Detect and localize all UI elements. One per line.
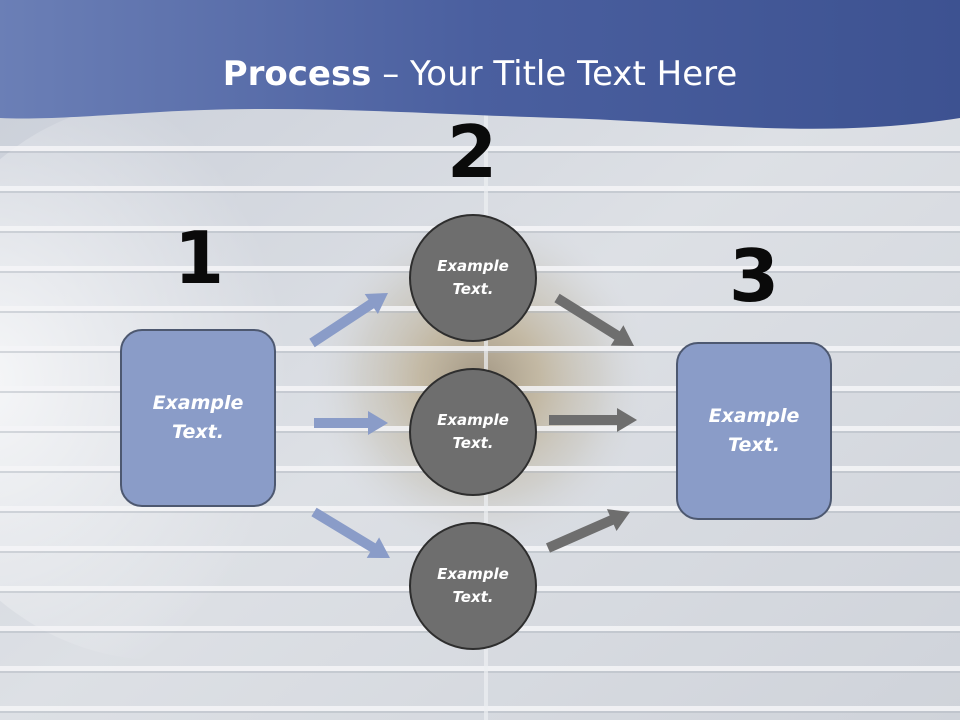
arrow-bottom-to-3 — [546, 509, 630, 553]
header-band — [0, 0, 960, 129]
arrow-1-to-middle — [314, 411, 388, 435]
circle-middle-line1: Example — [437, 411, 509, 429]
step-number-3: 3 — [728, 234, 780, 318]
circle-bottom-line1: Example — [437, 565, 509, 583]
arrow-top-to-3 — [554, 293, 634, 346]
arrow-1-to-top — [309, 293, 388, 348]
step-3-text-line1: Example — [708, 405, 800, 427]
step-1-text-line2: Text. — [172, 421, 224, 443]
title-bold: Process — [222, 54, 372, 94]
circle-top-line1: Example — [437, 257, 509, 275]
arrow-middle-to-3 — [549, 408, 637, 432]
circle-middle-line2: Text. — [452, 434, 494, 452]
step-3-text-line2: Text. — [728, 434, 780, 456]
step-2-circle-middle[interactable]: Example Text. — [409, 368, 537, 496]
step-1-box[interactable]: Example Text. — [120, 329, 276, 507]
step-number-1: 1 — [173, 216, 225, 300]
step-2-circle-bottom[interactable]: Example Text. — [409, 522, 537, 650]
step-number-2: 2 — [446, 110, 498, 194]
step-2-circle-top[interactable]: Example Text. — [409, 214, 537, 342]
circle-top-line2: Text. — [452, 280, 494, 298]
step-1-text-line1: Example — [152, 392, 244, 414]
arrow-1-to-bottom — [311, 507, 390, 558]
slide-title: Process – Your Title Text Here — [0, 52, 960, 96]
title-rest: – Your Title Text Here — [371, 54, 738, 94]
step-3-box[interactable]: Example Text. — [676, 342, 832, 520]
circle-bottom-line2: Text. — [452, 588, 494, 606]
